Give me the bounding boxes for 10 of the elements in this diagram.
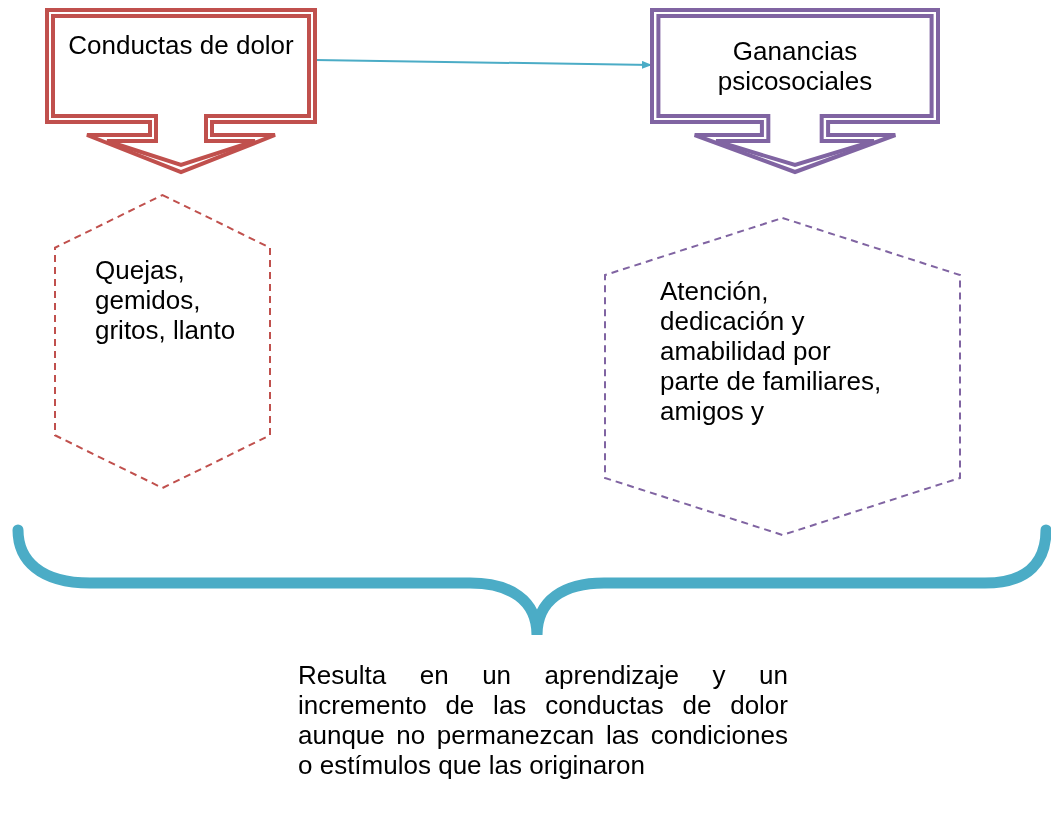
node-text: Conductas de dolor — [67, 30, 295, 60]
arrow — [314, 59, 653, 69]
node-text: Ganancias psicosociales — [716, 36, 874, 96]
hexagon — [55, 195, 270, 488]
node-text: Quejas, gemidos, gritos, llanto — [95, 255, 237, 345]
node-text: Atención, dedicación y amabilidad por parte de familiares, amigos y — [660, 276, 883, 426]
note-text: Resulta en un aprendizaje y un incremento de las conductas de dolor aunque no permanezcan las condiciones o estímulos que las originaron — [298, 660, 788, 780]
hexagon — [605, 218, 960, 535]
arrow-callout — [652, 10, 938, 172]
arrow-callout — [47, 10, 315, 172]
